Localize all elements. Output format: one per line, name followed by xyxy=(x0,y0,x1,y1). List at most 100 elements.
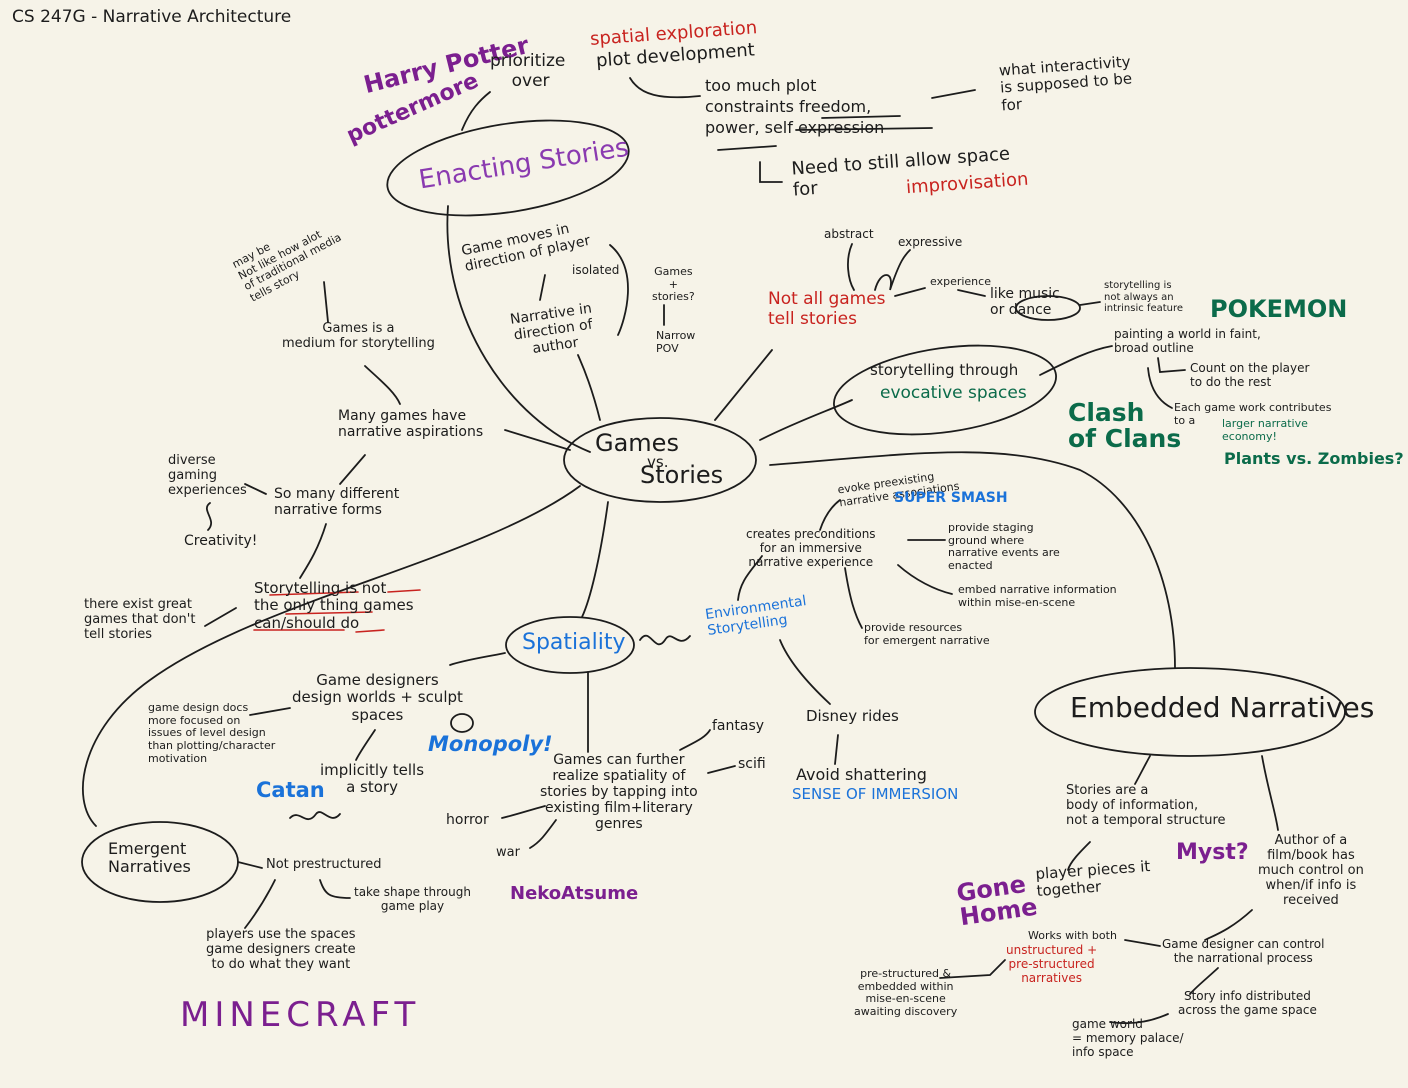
scifi-text: scifi xyxy=(738,756,766,772)
memory-palace-text: game world = memory palace/ info space xyxy=(1072,1017,1184,1059)
fantasy-text: fantasy xyxy=(712,718,765,734)
line-hub-emergent xyxy=(82,485,581,827)
horror-text: horror xyxy=(446,812,489,828)
diverse-experiences-text: diverse gaming experiences xyxy=(168,453,247,498)
hub-vs-label: vs. xyxy=(647,453,669,471)
gone-home-example: Gone Home xyxy=(954,869,1040,932)
line-diverse-creativity xyxy=(205,502,213,531)
line-hub-aspirations xyxy=(504,429,571,451)
take-shape-text: take shape through game play xyxy=(354,885,471,913)
provide-resources-text: provide resources for emergent narrative xyxy=(864,621,990,647)
monopoly-example: Monopoly! xyxy=(428,732,553,756)
creativity-text: Creativity! xyxy=(184,533,258,549)
games-stories-question: Games + stories? xyxy=(652,265,695,304)
line-plotdev-toomuch xyxy=(629,77,701,99)
pokemon-example: POKEMON xyxy=(1210,295,1348,323)
interactivity-purpose-text: what interactivity is supposed to be for xyxy=(998,52,1133,115)
myst-example: Myst? xyxy=(1176,840,1249,865)
underline-power xyxy=(717,145,777,151)
super-smash-example: SUPER SMASH xyxy=(894,490,1008,506)
dance-outline xyxy=(1015,295,1081,321)
evocative-node-line1: storytelling through xyxy=(870,361,1019,379)
line-dance-intrinsic xyxy=(1079,301,1101,306)
line-maybe-medium xyxy=(323,281,329,323)
emergent-narratives-node: Emergent Narratives xyxy=(108,839,191,877)
embed-information-text: embed narrative information within mise-… xyxy=(958,583,1117,609)
each-game-text: Each game work contributes to a xyxy=(1174,401,1332,427)
story-distributed-text: Story info distributed across the game s… xyxy=(1178,989,1317,1017)
line-disney-avoid xyxy=(834,734,839,765)
so-many-forms-text: So many different narrative forms xyxy=(274,486,400,519)
line-hub-moves xyxy=(577,354,601,421)
line-catan-squiggle xyxy=(289,811,341,821)
line-notpre-take xyxy=(319,879,351,899)
line-embedded-stories xyxy=(1134,755,1151,785)
line-control-works xyxy=(1124,939,1161,947)
war-text: war xyxy=(496,845,520,860)
abstract-text: abstract xyxy=(824,227,874,241)
underline-self xyxy=(795,127,933,131)
narrative-aspirations-text: Many games have narrative aspirations xyxy=(338,408,484,441)
line-author-control xyxy=(1204,909,1253,941)
line-further-horror xyxy=(501,805,546,819)
line-env-disney xyxy=(779,639,831,705)
immersion-text: SENSE OF IMMERSION xyxy=(792,785,959,803)
line-experience-music xyxy=(957,289,986,297)
further-realize-text: Games can further realize spatiality of … xyxy=(540,752,698,833)
expressive-text: expressive xyxy=(898,235,963,249)
great-games-text: there exist great games that don't tell … xyxy=(84,597,196,642)
underline-freedom xyxy=(821,115,901,119)
design-docs-text: game design docs more focused on issues … xyxy=(148,701,276,765)
line-aspirations-somany xyxy=(339,454,366,485)
underline-not xyxy=(387,589,421,593)
line-embedded-author xyxy=(1261,755,1279,831)
line-hub-enacting xyxy=(446,205,591,453)
page-title: CS 247G - Narrative Architecture xyxy=(12,7,292,27)
line-spatiality-designers xyxy=(449,652,506,666)
line-hub-embedded xyxy=(769,451,1176,669)
prioritize-text: prioritize over xyxy=(490,51,566,91)
line-painting-count xyxy=(1157,357,1186,373)
not-prestructured-text: Not prestructured xyxy=(266,857,382,872)
line-enacting-prioritize xyxy=(461,91,491,131)
embedded-narratives-node: Embedded Narratives xyxy=(1070,691,1375,724)
prestructured-embedded-text: pre-structured & embedded within mise-en… xyxy=(854,967,958,1018)
isolated-text: isolated xyxy=(572,263,620,277)
creates-preconditions-text: creates preconditions for an immersive n… xyxy=(746,527,876,569)
line-further-fantasy xyxy=(679,729,711,751)
line-creates-embed xyxy=(897,564,953,595)
line-env-creates xyxy=(737,555,763,601)
line-hub-evocative xyxy=(759,399,853,441)
staging-ground-text: provide staging ground where narrative e… xyxy=(948,521,1060,572)
line-further-war xyxy=(529,819,557,849)
too-much-plot-text: too much plot constraints freedom, power… xyxy=(705,76,885,137)
line-painting-each xyxy=(1147,367,1173,409)
game-designers-text: Game designers design worlds + sculpt sp… xyxy=(292,671,463,724)
line-medium-aspirations xyxy=(364,365,401,405)
line-notonly-great xyxy=(204,607,237,627)
intrinsic-text: storytelling is not always an intrinsic … xyxy=(1104,280,1184,314)
works-with-both-text: Works with both xyxy=(1028,929,1117,942)
avoid-shattering-text: Avoid shattering xyxy=(796,765,927,784)
line-hub-spatiality xyxy=(581,501,609,618)
line-stories-pieces xyxy=(1067,841,1091,871)
stories-body-text: Stories are a body of information, not a… xyxy=(1066,783,1226,828)
players-use-text: players use the spaces game designers cr… xyxy=(206,927,356,972)
evocative-node-line2: evocative spaces xyxy=(880,383,1027,403)
line-expressive-squiggle xyxy=(874,249,911,291)
painting-text: painting a world in faint, broad outline xyxy=(1114,327,1261,355)
line-creates-resources xyxy=(844,567,863,629)
line-hub-notall xyxy=(714,349,773,421)
hub-stories-label: Stories xyxy=(640,461,724,489)
underline-storytelling xyxy=(269,591,359,596)
line-spatiality-squiggle xyxy=(639,634,691,646)
line-diverse-somany xyxy=(244,483,267,495)
line-toomuch-needspace xyxy=(759,161,783,183)
monopoly-scribble xyxy=(450,713,474,733)
line-control-distributed xyxy=(1189,967,1219,995)
narrow-pov-text: Narrow POV xyxy=(656,329,696,355)
line-further-scifi xyxy=(707,765,736,774)
experience-text: experience xyxy=(930,275,991,288)
